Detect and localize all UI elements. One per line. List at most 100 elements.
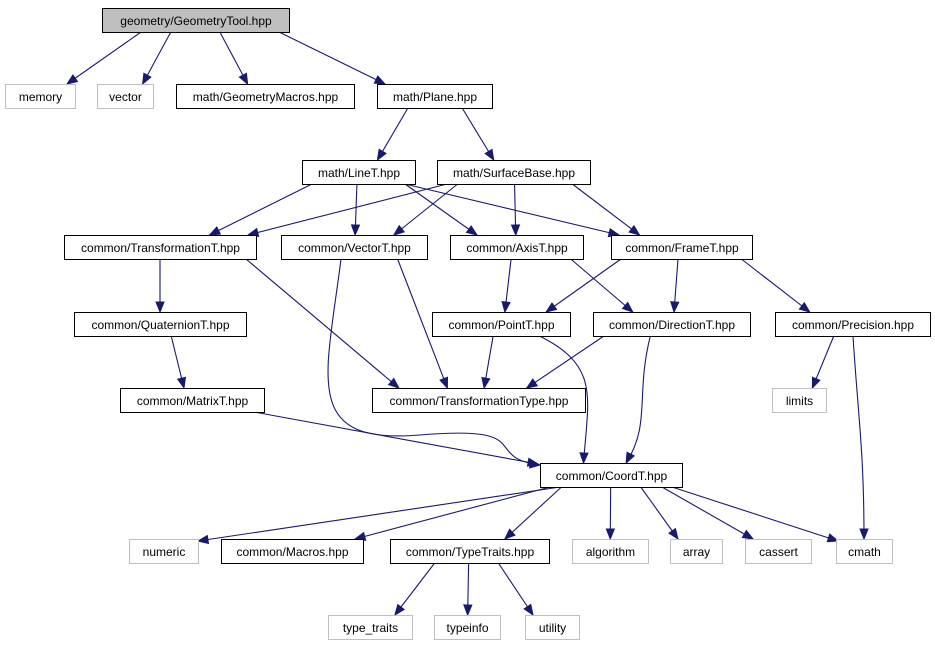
node-directiont[interactable]: common/DirectionT.hpp: [593, 312, 751, 337]
edge-line: [197, 486, 561, 542]
edge-coordt-to-algorithm: [605, 486, 616, 541]
edge-arrowhead: [65, 74, 79, 85]
edge-typetraits-to-type_traits: [394, 562, 436, 617]
node-linet[interactable]: math/LineT.hpp: [302, 160, 416, 185]
node-box: [611, 235, 753, 260]
edge-line: [671, 486, 839, 542]
edge-arrowhead: [811, 376, 821, 390]
node-coordt[interactable]: common/CoordT.hpp: [540, 463, 683, 488]
node-cassert[interactable]: cassert: [745, 539, 812, 564]
edge-arrowhead: [798, 301, 811, 313]
node-label: math/Plane.hpp: [393, 90, 477, 104]
node-label: common/FrameT.hpp: [625, 241, 739, 255]
node-cmath[interactable]: cmath: [836, 539, 893, 564]
node-algorithm[interactable]: algorithm: [572, 539, 649, 564]
node-macros[interactable]: common/Macros.hpp: [221, 539, 364, 564]
node-box: [281, 235, 428, 260]
node-box: [772, 388, 827, 413]
edge-arrowhead: [525, 378, 539, 389]
edge-linet-to-axist: [404, 183, 479, 236]
node-precision[interactable]: common/Precision.hpp: [775, 312, 931, 337]
edge-arrowhead: [208, 226, 222, 236]
edge-arrowhead: [625, 451, 636, 465]
node-vector[interactable]: vector: [97, 84, 154, 109]
edge-arrowhead: [605, 528, 616, 541]
node-label: math/LineT.hpp: [318, 166, 400, 180]
node-box: [670, 539, 723, 564]
node-box: [390, 539, 550, 564]
edge-line: [504, 486, 562, 540]
node-surfacebase[interactable]: math/SurfaceBase.hpp: [437, 160, 591, 185]
node-label: common/DirectionT.hpp: [609, 318, 735, 332]
node-box: [176, 84, 355, 109]
node-box: [377, 84, 493, 109]
node-numeric[interactable]: numeric: [129, 539, 199, 564]
node-transtype[interactable]: common/TransformationType.hpp: [372, 388, 586, 413]
edge-coordt-to-typetraits: [503, 486, 562, 540]
edge-surfacebase-to-framet: [571, 183, 641, 236]
edge-root-to-memory: [65, 31, 142, 85]
node-box: [372, 388, 586, 413]
node-limits[interactable]: limits: [772, 388, 827, 413]
node-framet[interactable]: common/FrameT.hpp: [611, 235, 753, 260]
edge-surfacebase-to-vectort: [392, 183, 459, 236]
edge-directiont-to-transtype: [525, 335, 605, 389]
node-root[interactable]: geometry/GeometryTool.hpp: [102, 8, 290, 33]
node-typetraits[interactable]: common/TypeTraits.hpp: [390, 539, 550, 564]
node-label: geometry/GeometryTool.hpp: [120, 14, 272, 28]
edge-arrowhead: [176, 376, 187, 390]
edge-line: [394, 562, 436, 616]
edge-line: [571, 183, 640, 236]
edge-arrowhead: [484, 148, 495, 162]
edge-line: [741, 258, 811, 313]
edge-plane-to-surfacebase: [461, 107, 495, 162]
node-type_traits[interactable]: type_traits: [328, 615, 413, 640]
node-utility[interactable]: utility: [525, 615, 580, 640]
node-box: [120, 388, 265, 413]
edge-arrowhead: [373, 75, 387, 85]
edge-arrowhead: [155, 301, 165, 314]
node-typeinfo[interactable]: typeinfo: [434, 615, 501, 640]
edge-arrowhead: [350, 224, 361, 237]
edge-arrowhead: [439, 376, 449, 390]
edges-layer: [65, 31, 869, 617]
node-box: [102, 8, 290, 33]
node-label: common/TransformationType.hpp: [390, 394, 569, 408]
node-vectort[interactable]: common/VectorT.hpp: [281, 235, 428, 260]
edge-line: [404, 183, 620, 236]
edge-transformationt-to-transtype: [245, 258, 400, 389]
node-pointt[interactable]: common/PointT.hpp: [432, 312, 571, 337]
node-quaterniont[interactable]: common/QuaternionT.hpp: [74, 312, 247, 337]
node-box: [745, 539, 812, 564]
edge-arrowhead: [465, 225, 479, 236]
node-plane[interactable]: math/Plane.hpp: [377, 84, 493, 109]
edge-plane-to-linet: [376, 107, 409, 162]
node-axist[interactable]: common/AxisT.hpp: [450, 235, 584, 260]
nodes-layer: geometry/GeometryTool.hpp memory vector mat…: [5, 8, 931, 640]
edge-axist-to-pointt: [501, 258, 512, 314]
edge-line: [545, 258, 622, 313]
edge-line: [253, 411, 539, 465]
edge-arrowhead: [621, 301, 634, 313]
edge-line: [625, 335, 651, 464]
node-matrixt[interactable]: common/MatrixT.hpp: [120, 388, 265, 413]
node-label: common/AxisT.hpp: [466, 241, 568, 255]
edge-vectort-to-transtype: [397, 258, 449, 390]
node-memory[interactable]: memory: [5, 84, 76, 109]
node-label: array: [683, 545, 710, 559]
edge-line: [354, 486, 551, 540]
edge-axist-to-directiont: [570, 258, 634, 313]
edge-line: [526, 335, 605, 389]
node-label: numeric: [143, 545, 186, 559]
node-label: common/CoordT.hpp: [556, 469, 668, 483]
node-geomacros[interactable]: math/GeometryMacros.hpp: [176, 84, 355, 109]
node-transformationt[interactable]: common/TransformationT.hpp: [64, 235, 257, 260]
edge-matrixt-to-coordt: [253, 411, 540, 467]
edge-arrowhead: [628, 224, 641, 236]
node-array[interactable]: array: [670, 539, 723, 564]
edge-arrowhead: [526, 457, 540, 467]
node-label: cmath: [848, 545, 881, 559]
edge-surfacebase-to-axist: [510, 183, 521, 237]
edge-linet-to-transformationt: [208, 183, 313, 236]
